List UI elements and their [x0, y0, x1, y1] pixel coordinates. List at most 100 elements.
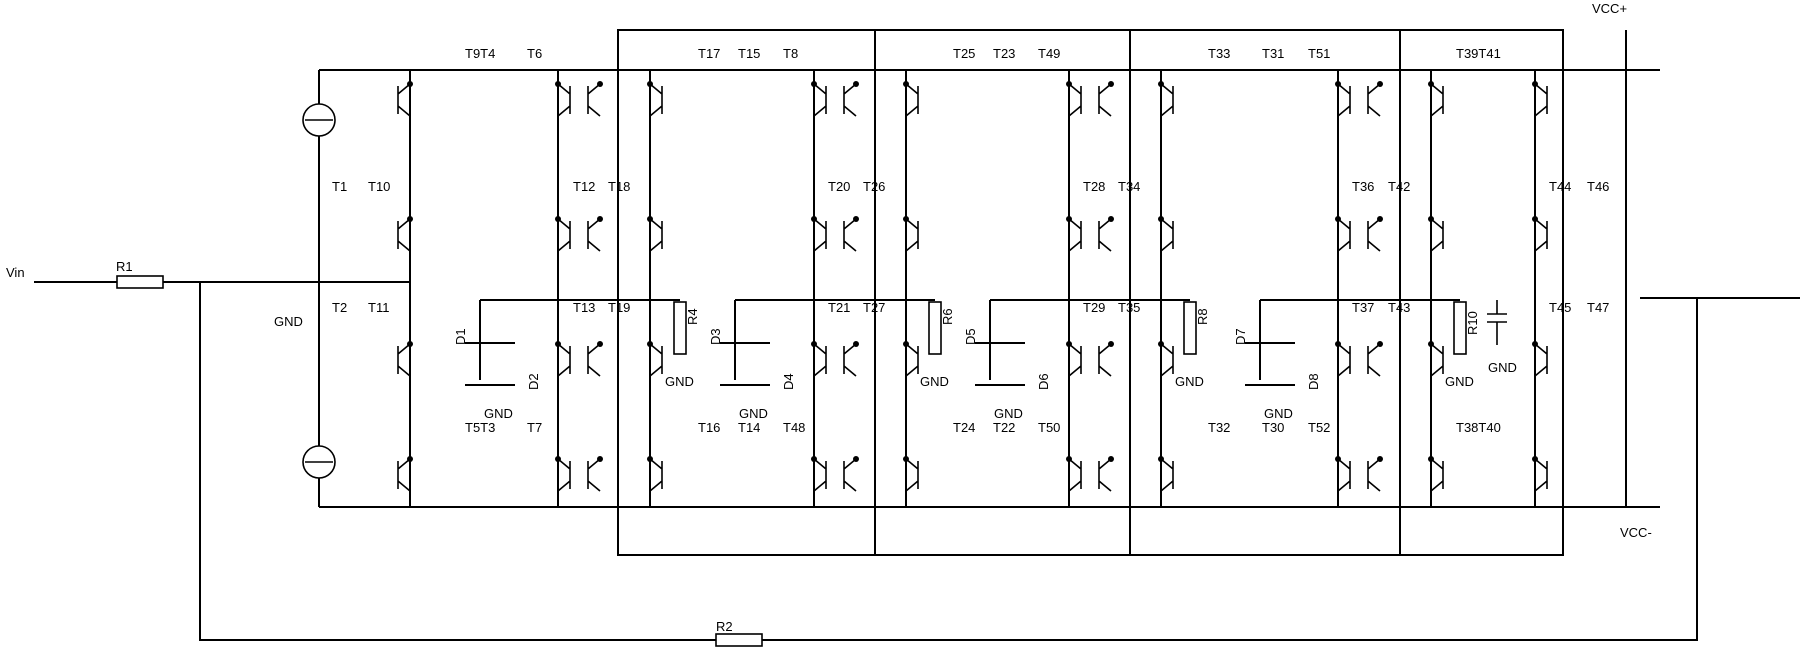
transistor-symbol [555, 341, 571, 377]
transistor-symbol [1532, 216, 1548, 252]
transistor-symbol [1066, 81, 1082, 117]
transistor-symbol [555, 456, 571, 492]
transistor-label: T49 [1038, 46, 1060, 61]
transistor-symbol [587, 456, 603, 492]
diode-label: D1 [453, 328, 468, 345]
gnd-label: GND [994, 406, 1023, 421]
transistor-label: T33 [1208, 46, 1230, 61]
transistor-label: T11 [368, 300, 389, 315]
transistor-label: T24 [953, 420, 975, 435]
transistor-symbol [397, 216, 413, 252]
transistor-label: T19 [608, 300, 630, 315]
transistor-label: T46 [1587, 179, 1609, 194]
transistor-label: T12 [573, 179, 595, 194]
transistor-symbol [903, 456, 919, 492]
transistor-symbol [1158, 341, 1174, 377]
transistor-symbol [903, 81, 919, 117]
gnd-label: GND [920, 374, 949, 389]
transistor-symbol [1158, 81, 1174, 117]
transistor-symbol [1428, 216, 1444, 252]
transistor-symbol [903, 341, 919, 377]
transistor-label: T21 [828, 300, 850, 315]
gnd-label: GND [665, 374, 694, 389]
resistor-r2 [715, 633, 763, 647]
transistor-label: T18 [608, 179, 630, 194]
transistor-symbol [647, 216, 663, 252]
transistor-symbol [811, 216, 827, 252]
resistor-r8 [1183, 301, 1197, 355]
transistor-symbol [647, 341, 663, 377]
vcc-plus-label: VCC+ [1592, 1, 1627, 16]
transistor-symbol [1335, 456, 1351, 492]
transistor-label: T15 [738, 46, 760, 61]
gnd-label: GND [1445, 374, 1474, 389]
transistor-label: T16 [698, 420, 720, 435]
transistor-symbol [843, 216, 859, 252]
transistor-symbol [587, 216, 603, 252]
transistor-symbol [903, 216, 919, 252]
resistor-r6 [928, 301, 942, 355]
transistor-label: T2 [332, 300, 347, 315]
transistor-label: T6 [527, 46, 542, 61]
transistor-label: T32 [1208, 420, 1230, 435]
transistor-symbol [647, 456, 663, 492]
transistor-label: T31 [1262, 46, 1284, 61]
transistor-symbol [397, 341, 413, 377]
transistor-label: T34 [1118, 179, 1140, 194]
transistor-label: T20 [828, 179, 850, 194]
gnd-label: GND [1488, 360, 1517, 375]
transistor-label: T51 [1308, 46, 1330, 61]
transistor-label: T17 [698, 46, 720, 61]
transistor-label: T28 [1083, 179, 1105, 194]
gnd-label: GND [1175, 374, 1204, 389]
resistor-r1 [116, 275, 164, 289]
transistor-array [397, 81, 1548, 492]
transistor-label: T43 [1388, 300, 1410, 315]
current-source-top [302, 103, 336, 137]
resistor-label: R6 [940, 308, 955, 325]
capacitor-output [1487, 300, 1507, 345]
gnd-label: GND [1264, 406, 1293, 421]
transistor-label: T36 [1352, 179, 1374, 194]
transistor-symbol [555, 216, 571, 252]
resistor-r10 [1453, 301, 1467, 355]
resistor-r4 [673, 301, 687, 355]
transistor-symbol [1335, 81, 1351, 117]
transistor-symbol [397, 81, 413, 117]
transistor-label: T42 [1388, 179, 1410, 194]
r2-label: R2 [716, 619, 733, 634]
transistor-symbol [1335, 216, 1351, 252]
transistor-symbol [397, 456, 413, 492]
transistor-label: T5T3 [465, 420, 495, 435]
vcc-minus-label: VCC- [1620, 525, 1652, 540]
transistor-label: T1 [332, 179, 347, 194]
transistor-label: T48 [783, 420, 805, 435]
transistor-label: T7 [527, 420, 542, 435]
transistor-symbol [811, 456, 827, 492]
transistor-symbol [1066, 456, 1082, 492]
transistor-symbol [1532, 341, 1548, 377]
diode-label: D2 [526, 373, 541, 390]
diode-label: D3 [708, 328, 723, 345]
transistor-label: T27 [863, 300, 885, 315]
resistor-label: R10 [1465, 311, 1480, 335]
transistor-symbol [1158, 216, 1174, 252]
transistor-symbol [811, 81, 827, 117]
diode-label: D4 [781, 373, 796, 390]
transistor-symbol [1158, 456, 1174, 492]
transistor-label: T8 [783, 46, 798, 61]
transistor-label: T23 [993, 46, 1015, 61]
transistor-symbol [1428, 341, 1444, 377]
transistor-label: T38T40 [1456, 420, 1501, 435]
transistor-label: T26 [863, 179, 885, 194]
wiring [34, 29, 1800, 641]
transistor-label: T50 [1038, 420, 1060, 435]
transistor-symbol [1428, 81, 1444, 117]
gnd-label: GND [484, 406, 513, 421]
transistor-label: T14 [738, 420, 760, 435]
transistor-symbol [1532, 456, 1548, 492]
transistor-label: T25 [953, 46, 975, 61]
transistor-label: T52 [1308, 420, 1330, 435]
transistor-label: T37 [1352, 300, 1374, 315]
